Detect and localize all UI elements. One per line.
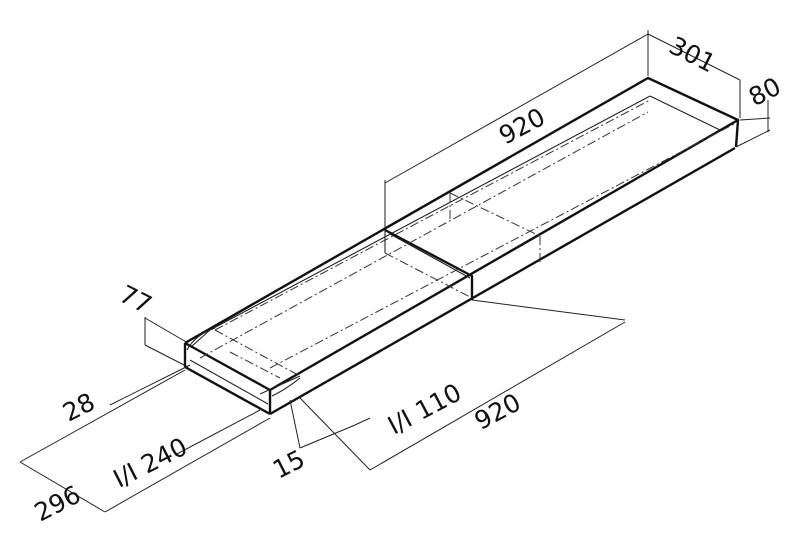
dim-width: 301 [664, 31, 720, 79]
hidden-lines [199, 99, 737, 379]
dim-outer-width: 296 [30, 480, 86, 528]
dim-height: 80 [744, 72, 786, 112]
dimension-lines [19, 30, 771, 513]
dim-length-bottom: 920 [470, 388, 526, 436]
dim-inner-height: I/I 110 [383, 378, 466, 441]
duct-box-outline [183, 76, 740, 416]
dim-outlet-height: 77 [115, 279, 157, 319]
dim-length-top: 920 [494, 102, 550, 150]
dim-outlet-inner-width: I/I 240 [109, 432, 192, 494]
dim-outlet-depth: 15 [268, 444, 310, 484]
